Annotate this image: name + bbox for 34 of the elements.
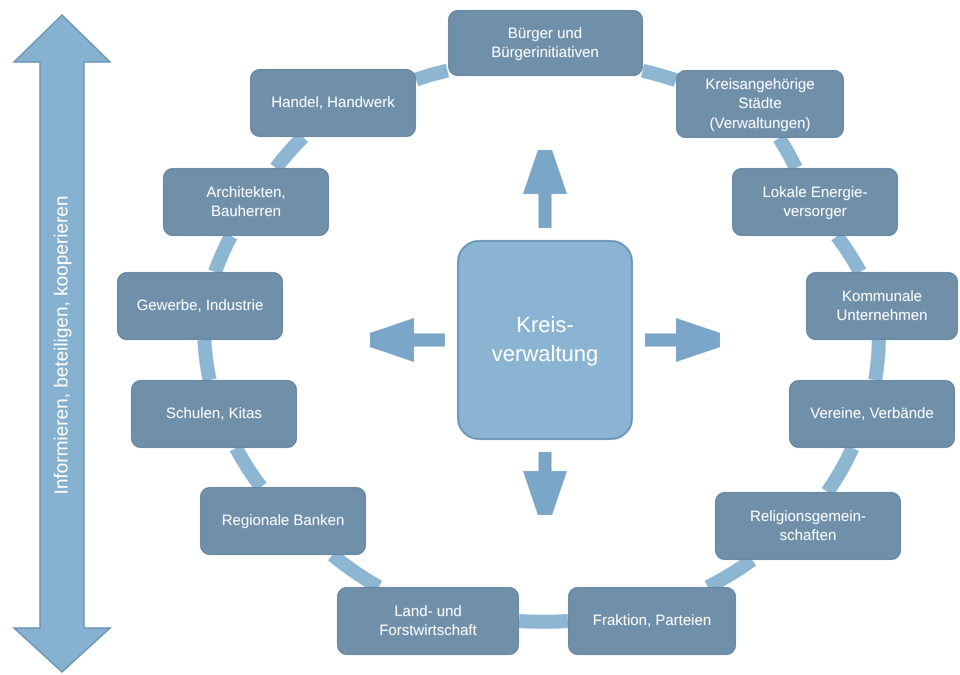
stakeholder-box	[163, 168, 329, 236]
node-label: Regionale Banken	[222, 511, 344, 531]
stakeholder-box	[676, 70, 844, 138]
ring-connector	[518, 614, 568, 629]
stakeholder-box	[732, 168, 898, 236]
node-label: Bürger und Bürgerinitiativen	[490, 24, 600, 62]
node-label: Kommunale Unternehmen	[836, 286, 928, 326]
node-label: Architekten, Bauherren	[205, 182, 287, 222]
node-label: Gewerbe, Industrie	[136, 296, 264, 316]
node-label: Kreisangehörige Städte (Verwaltungen)	[704, 74, 816, 134]
ring-connector	[197, 339, 216, 382]
stakeholder-box	[448, 10, 642, 76]
node-label: Schulen, Kitas	[166, 404, 262, 424]
stakeholder-box	[337, 587, 519, 655]
node-label: Religionsgemein- schaften	[749, 506, 867, 546]
node-label: Kreis- verwaltung	[490, 311, 600, 368]
node-label: Fraktion, Parteien	[592, 611, 712, 631]
stakeholder-box	[568, 587, 736, 655]
node-label: Handel, Handwerk	[271, 93, 395, 113]
node-label: Land- und Forstwirtschaft	[378, 602, 478, 640]
node-label: Lokale Energie- versorger	[761, 182, 869, 222]
stakeholder-box	[200, 487, 366, 555]
ring-connector	[414, 64, 450, 86]
stakeholder-box	[789, 380, 955, 448]
stakeholder-box	[250, 69, 416, 137]
ring-connector	[868, 340, 886, 382]
stakeholder-box	[806, 272, 958, 340]
ring-connector	[640, 64, 678, 87]
node-label: Vereine, Verbände	[810, 404, 934, 424]
stakeholder-box	[131, 380, 297, 448]
stakeholder-box	[117, 272, 283, 340]
arrow-label: Informieren, beteiligen, kooperieren	[50, 196, 73, 494]
stakeholder-box	[715, 492, 901, 560]
center-box	[457, 240, 633, 440]
